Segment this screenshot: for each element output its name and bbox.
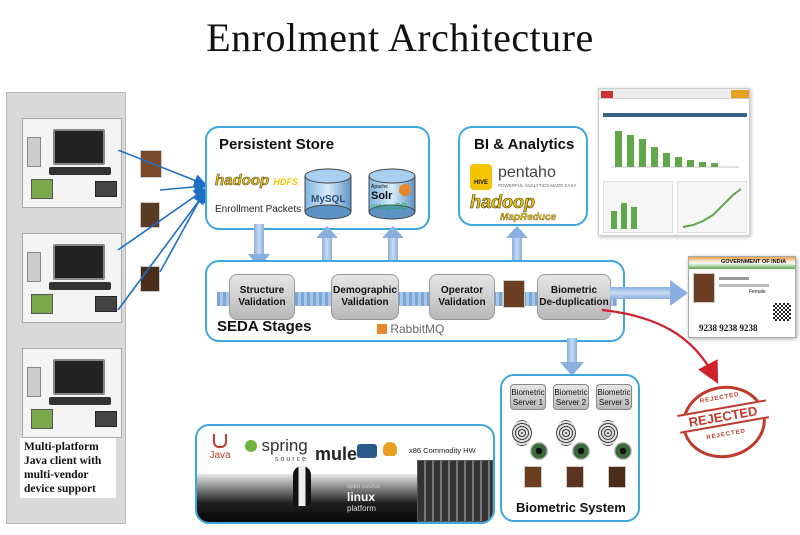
scanner-icon	[31, 294, 53, 314]
laptop-icon	[53, 244, 105, 280]
dashboard-bar-chart	[611, 131, 739, 168]
dashboard-mini-chart-2	[677, 181, 747, 233]
server-rack-icon	[417, 460, 493, 522]
mysql-database-icon: MySQL	[303, 168, 353, 220]
iris-device-icon	[95, 411, 117, 427]
biometric-server-3: Biometric Server 3	[596, 384, 632, 410]
laptop-icon	[53, 129, 105, 165]
camera-icon	[27, 367, 41, 397]
camera-icon	[27, 137, 41, 167]
rabbitmq-icon	[377, 324, 387, 334]
persistent-store-panel: Persistent Store hadoop HDFS Enrollment …	[205, 126, 430, 230]
fingerprint-icon	[598, 420, 618, 446]
biometric-server-2: Biometric Server 2	[553, 384, 589, 410]
hadoop-hdfs-logo: hadoop HDFS	[215, 172, 298, 190]
spring-leaf-icon	[245, 440, 257, 452]
operator-photo	[503, 280, 525, 308]
page-title: Enrolment Architecture	[206, 15, 594, 60]
biometric-server-1: Biometric Server 1	[510, 384, 546, 410]
tech-stack-panel: Java spring source mule x86 Commodity HW…	[195, 424, 495, 524]
resident-photo	[566, 466, 584, 488]
enrollment-packets-label: Enrollment Packets	[215, 204, 302, 215]
fingerprint-icon	[556, 420, 576, 446]
camera-icon	[27, 252, 41, 282]
resident-photo	[524, 466, 542, 488]
tomcat-icon	[383, 442, 397, 456]
java-logo: Java	[205, 434, 235, 461]
aadhaar-id-card: GOVERNMENT OF INDIA Female 9238 9238 923…	[688, 256, 796, 338]
iris-device-icon	[95, 296, 117, 312]
pentaho-logo: pentaho	[498, 164, 556, 181]
hive-logo: HIVE	[470, 164, 492, 190]
tux-penguin-icon	[293, 466, 311, 506]
scanner-icon	[31, 409, 53, 429]
bi-analytics-panel: BI & Analytics HIVE pentaho POWERFUL ANA…	[458, 126, 588, 226]
client-station-1	[22, 118, 122, 208]
x86-hw-label: x86 Commodity HW	[409, 446, 476, 455]
rabbitmq-logo: RabbitMQ	[377, 322, 444, 336]
client-description: Multi-platform Java client with multi-ve…	[20, 438, 116, 498]
seda-stages-title: SEDA Stages	[217, 318, 312, 335]
resident-photo	[608, 466, 626, 488]
client-station-2	[22, 233, 122, 323]
persistent-store-title: Persistent Store	[219, 136, 335, 153]
biometric-down-arrow	[560, 338, 584, 376]
hadoop-mapreduce-logo: hadoop	[470, 192, 536, 213]
store-connectors	[248, 224, 528, 270]
scanner-icon	[31, 179, 53, 199]
spring-logo: spring	[245, 436, 308, 456]
solr-mongodb-icon: Apache Solr mongoDB	[367, 168, 417, 220]
dashboard-screenshot	[598, 88, 750, 236]
qr-code-icon	[773, 303, 791, 321]
resident-photo	[140, 150, 162, 178]
fingerprint-icon	[512, 420, 532, 446]
client-arrows	[117, 150, 208, 310]
biometric-system-title: Biometric System	[516, 500, 626, 515]
iris-icon	[614, 442, 632, 460]
client-station-3	[22, 348, 122, 438]
rejected-stamp: REJECTED REJECTED REJECTED	[676, 379, 772, 465]
bi-analytics-title: BI & Analytics	[474, 136, 575, 153]
iris-icon	[530, 442, 548, 460]
card-photo	[693, 273, 715, 303]
iris-device-icon	[95, 181, 117, 197]
biometric-system-panel: Biometric Server 1 Biometric Server 2 Bi…	[500, 374, 640, 522]
dashboard-mini-chart-1	[603, 181, 673, 233]
coffee-cup-icon	[213, 434, 227, 448]
laptop-icon	[53, 359, 105, 395]
iris-icon	[572, 442, 590, 460]
mule-logo: mule	[315, 444, 358, 464]
reject-arrow	[601, 308, 719, 384]
mule-icon	[357, 444, 377, 458]
output-arrow	[610, 280, 688, 306]
pentaho-tagline: POWERFUL ANALYTICS MADE EASY	[498, 183, 577, 188]
